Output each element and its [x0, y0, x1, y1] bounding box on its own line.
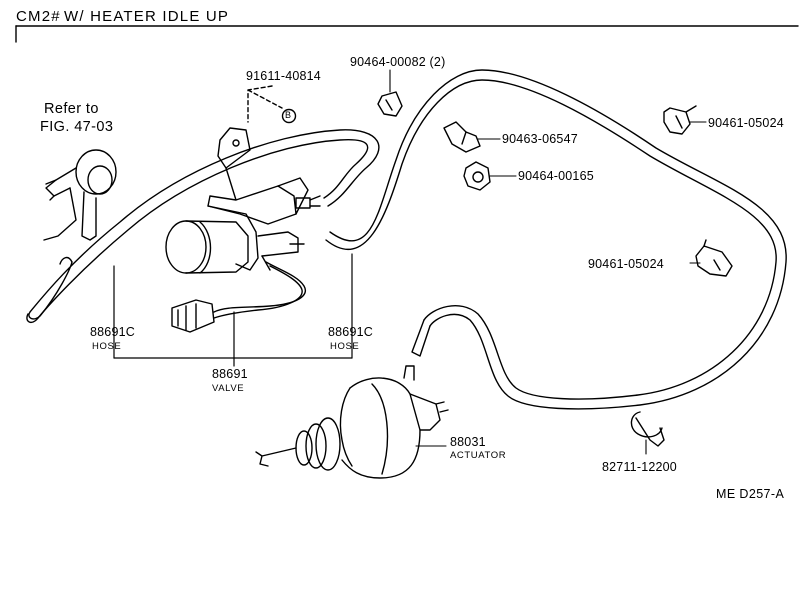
clip-right1-drawing	[663, 105, 697, 135]
part-name-hose-right: HOSE	[330, 341, 360, 352]
part-number-hose-right: 88691C	[328, 325, 373, 339]
header-model: CM2#	[16, 8, 61, 25]
clamp-mid-drawing	[463, 161, 491, 191]
diagram-code: ME D257-A	[716, 487, 785, 501]
leader-lines	[389, 69, 707, 455]
part-number-actuator: 88031	[450, 435, 486, 449]
clip-right2-drawing	[695, 239, 733, 277]
actuator-drawing	[255, 365, 449, 479]
part-number-hose-clamp: 82711-12200	[602, 460, 677, 474]
part-number-valve: 88691	[212, 367, 248, 381]
clip-mid-drawing	[443, 121, 481, 153]
part-number-hose-left: 88691C	[90, 325, 135, 339]
part-number-clip-right2: 90461-05024	[588, 257, 664, 271]
long-vacuum-hose	[325, 69, 787, 410]
valve-assembly	[165, 127, 321, 333]
header-title: W/ HEATER IDLE UP	[64, 8, 230, 25]
part-name-hose-left: HOSE	[92, 341, 122, 352]
left-hose	[26, 129, 380, 324]
part-name-actuator: ACTUATOR	[450, 450, 507, 461]
fig-47-03-fitting	[43, 149, 117, 241]
bolt-leader	[247, 85, 297, 124]
part-name-valve: VALVE	[212, 383, 245, 394]
reference-line2: FIG. 47-03	[40, 119, 114, 135]
part-number-bolt: 91611-40814	[246, 69, 321, 83]
clip-top-drawing	[377, 91, 403, 117]
callout-brackets	[113, 253, 353, 367]
part-number-clip-mid: 90463-06547	[502, 132, 578, 146]
bolt-symbol: B	[285, 110, 292, 120]
part-number-clamp-mid: 90464-00165	[518, 169, 594, 183]
part-number-clip-right1: 90461-05024	[708, 116, 784, 130]
part-number-clip-top: 90464-00082 (2)	[350, 55, 446, 69]
reference-line1: Refer to	[44, 101, 99, 117]
hose-clamp-drawing	[630, 411, 665, 447]
header-frame	[15, 25, 799, 43]
